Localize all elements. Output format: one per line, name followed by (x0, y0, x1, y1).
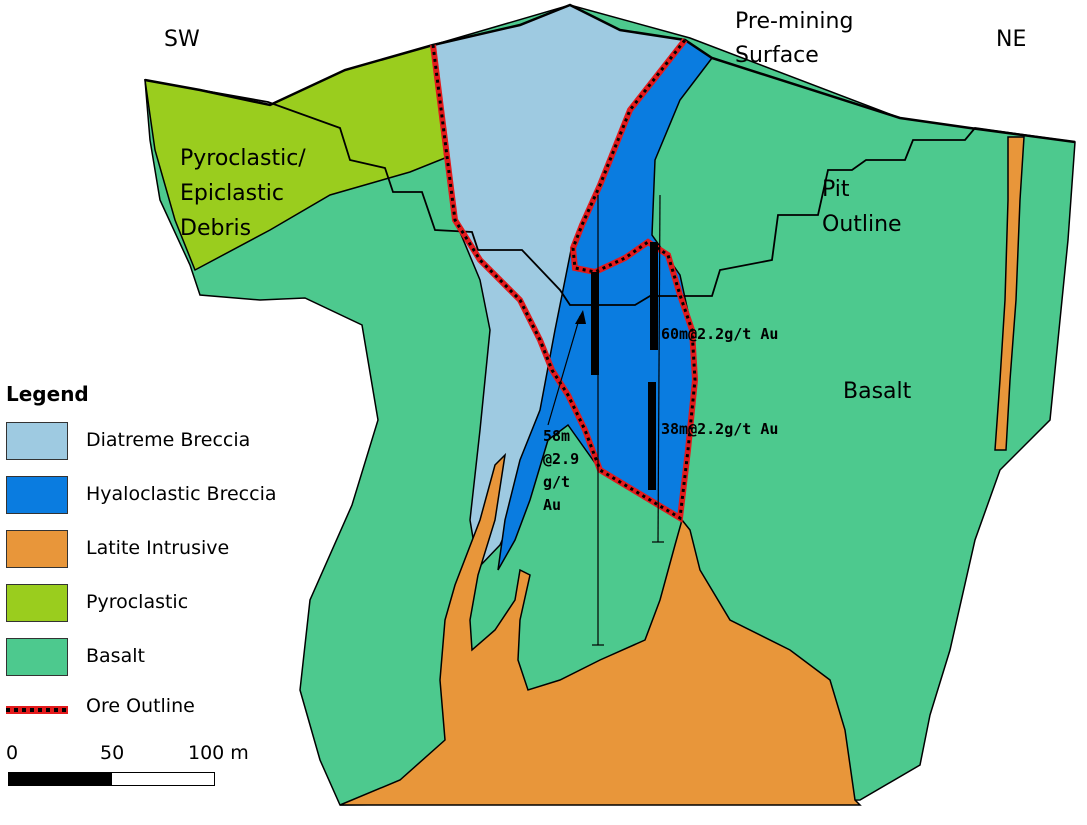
intercept-label-3c: g/t (543, 473, 570, 491)
pit-outline-line (144, 79, 1076, 306)
legend-item-ore-outline: Ore Outline (6, 692, 326, 746)
pre-mining-label: Pre-mining (735, 9, 853, 34)
scale-tick-100: 100 m (188, 742, 249, 764)
ne-label: NE (996, 27, 1026, 52)
drill-holes (547, 194, 664, 646)
scale-tick-0: 0 (6, 742, 19, 764)
basalt-label: Basalt (843, 379, 912, 404)
legend-label: Latite Intrusive (86, 537, 230, 559)
scale-bar-black (8, 772, 112, 786)
sw-label: SW (164, 27, 200, 52)
pre-mining-surface-line (144, 3, 1076, 144)
intercept-label-2: 38m@2.2g/t Au (661, 420, 778, 438)
legend-item-diatreme: Diatreme Breccia (6, 422, 326, 476)
intercept-label-1: 60m@2.2g/t Au (661, 325, 778, 343)
pit-outline-label-2: Outline (822, 212, 902, 237)
legend-item-latite: Latite Intrusive (6, 530, 326, 584)
pyroclastic-label-3: Debris (180, 216, 251, 241)
latite-intrusive-unit (339, 452, 862, 806)
latite-dyke (994, 136, 1025, 451)
legend-ore-line (6, 706, 68, 714)
legend-swatch (6, 530, 68, 568)
intercept-label-3: 58m (543, 427, 570, 445)
intercept-label-3d: Au (543, 496, 561, 514)
legend-item-basalt: Basalt (6, 638, 326, 692)
legend-swatch (6, 638, 68, 676)
legend-swatch (6, 584, 68, 622)
legend-label: Ore Outline (86, 695, 195, 717)
pit-outline-label: Pit (822, 177, 850, 202)
pyroclastic-label: Pyroclastic/ (180, 146, 306, 171)
legend-title: Legend (6, 382, 89, 406)
intercept-label-3b: @2.9 (543, 450, 579, 468)
scale-bar-white (111, 772, 215, 786)
legend-item-hyaloclastic: Hyaloclastic Breccia (6, 476, 326, 530)
pre-mining-label-2: Surface (735, 43, 819, 68)
legend-item-pyroclastic: Pyroclastic (6, 584, 326, 638)
legend-label: Diatreme Breccia (86, 429, 251, 451)
ore-outline (430, 38, 699, 523)
legend-label: Basalt (86, 645, 145, 667)
legend: Legend Diatreme Breccia Hyaloclastic Bre… (6, 382, 326, 746)
legend-swatch (6, 476, 68, 514)
scale-tick-50: 50 (100, 742, 125, 764)
legend-label: Hyaloclastic Breccia (86, 483, 277, 505)
pyroclastic-label-2: Epiclastic (180, 181, 284, 206)
legend-swatch (6, 422, 68, 460)
legend-label: Pyroclastic (86, 591, 189, 613)
